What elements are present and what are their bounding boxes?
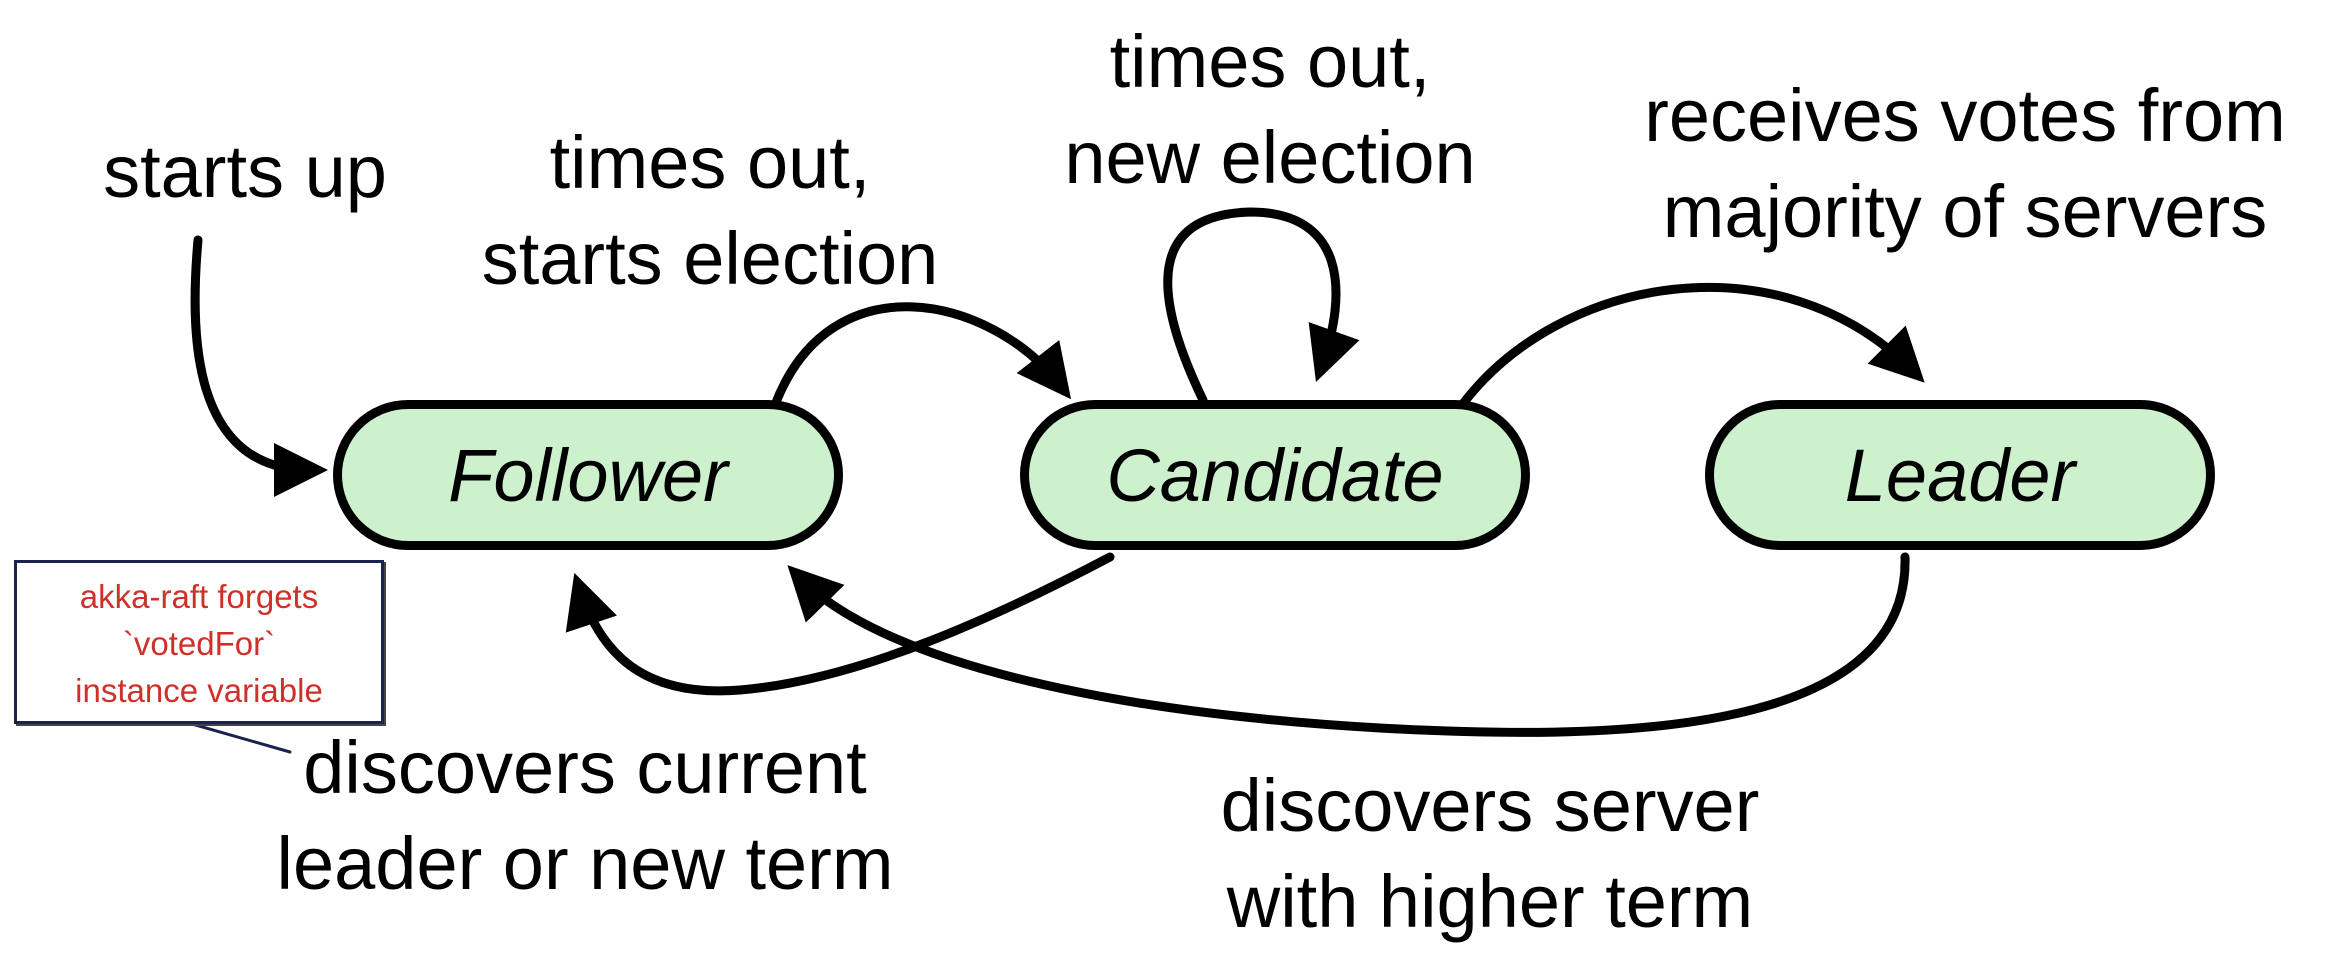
label-starts-up-text: starts up: [103, 130, 387, 213]
label-candidate-to-follower-line-1: discovers current: [303, 726, 867, 809]
annotation-note: akka-raft forgets `votedFor` instance va…: [14, 560, 384, 724]
arrow-start-to-follower: [190, 235, 328, 497]
label-leader-to-follower: discovers server with higher term: [1140, 758, 1840, 950]
label-candidate-self-line-1: times out,: [1109, 20, 1431, 103]
state-candidate-label: Candidate: [1106, 433, 1444, 517]
label-candidate-self: times out, new election: [1000, 14, 1540, 206]
label-candidate-self-line-2: new election: [1064, 116, 1476, 199]
label-candidate-to-leader: receives votes from majority of servers: [1595, 68, 2335, 260]
label-leader-to-follower-line-2: with higher term: [1226, 860, 1754, 943]
label-candidate-to-follower-line-2: leader or new term: [276, 822, 894, 905]
annotation-note-line-1: akka-raft forgets: [79, 578, 319, 615]
label-follower-to-candidate: times out, starts election: [430, 115, 990, 307]
arrow-leader-to-follower: [787, 552, 1910, 737]
arrow-follower-to-candidate: [770, 302, 1072, 410]
state-candidate: Candidate: [1020, 400, 1530, 550]
note-connector: [183, 720, 292, 754]
arrow-candidate-to-leader: [1457, 283, 1925, 410]
state-follower-label: Follower: [448, 433, 728, 517]
arrow-candidate-to-follower: [565, 552, 1115, 696]
label-starts-up: starts up: [40, 124, 450, 220]
state-follower: Follower: [333, 400, 843, 550]
label-candidate-to-leader-line-1: receives votes from: [1644, 74, 2286, 157]
state-leader-label: Leader: [1844, 433, 2076, 517]
label-candidate-to-leader-line-2: majority of servers: [1662, 170, 2268, 253]
arrow-candidate-self-loop: [1163, 207, 1360, 405]
annotation-note-line-3: instance variable: [75, 672, 323, 709]
label-follower-to-candidate-line-1: times out,: [549, 121, 871, 204]
label-leader-to-follower-line-1: discovers server: [1220, 764, 1760, 847]
label-candidate-to-follower: discovers current leader or new term: [225, 720, 945, 912]
label-follower-to-candidate-line-2: starts election: [481, 217, 939, 300]
annotation-note-line-2: `votedFor`: [122, 625, 276, 662]
state-leader: Leader: [1705, 400, 2215, 550]
